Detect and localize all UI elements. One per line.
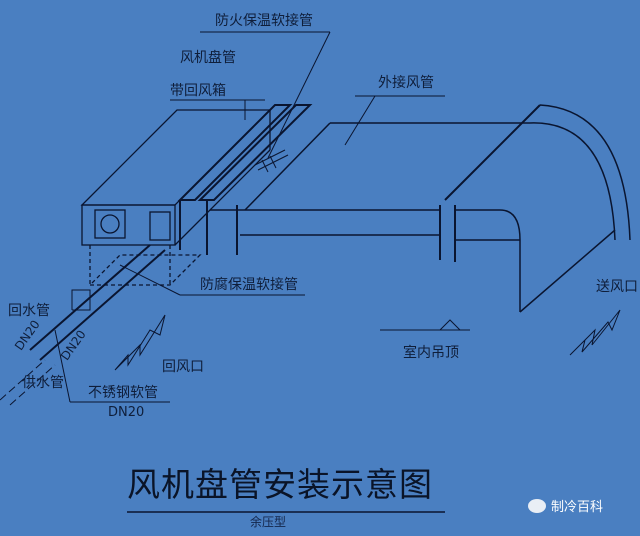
water-pipes — [0, 244, 166, 406]
label-return-box: 带回风箱 — [170, 83, 226, 99]
diagram-subtitle: 余压型 — [250, 515, 287, 529]
flanges — [177, 104, 541, 262]
label-anticorr-flex: 防腐保温软接管 — [200, 277, 298, 293]
label-ss-hose: 不锈钢软管 — [88, 385, 158, 401]
watermark-text: 制冷百科 — [551, 500, 604, 515]
watermark: 制冷百科 — [528, 496, 603, 515]
wechat-icon — [528, 498, 546, 513]
label-fire-flex: 防火保温软接管 — [215, 13, 313, 29]
flex-hatch — [254, 149, 289, 173]
fan-coil-unit — [80, 109, 272, 286]
label-supply-water: 供水管 — [22, 375, 64, 391]
label-ext-duct: 外接风管 — [378, 75, 434, 91]
label-supply-air: 送风口 — [596, 279, 638, 295]
label-return-water: 回水管 — [8, 303, 50, 319]
leader-lines — [54, 31, 470, 403]
label-fcu: 风机盘管 — [180, 50, 236, 66]
external-duct — [210, 104, 631, 313]
airflow-arrows — [114, 309, 621, 371]
diagram-title: 风机盘管安装示意图 — [127, 465, 433, 504]
label-dn-c: DN20 — [108, 405, 145, 420]
label-return-air: 回风口 — [162, 359, 204, 375]
label-ceiling: 室内吊顶 — [403, 345, 459, 361]
